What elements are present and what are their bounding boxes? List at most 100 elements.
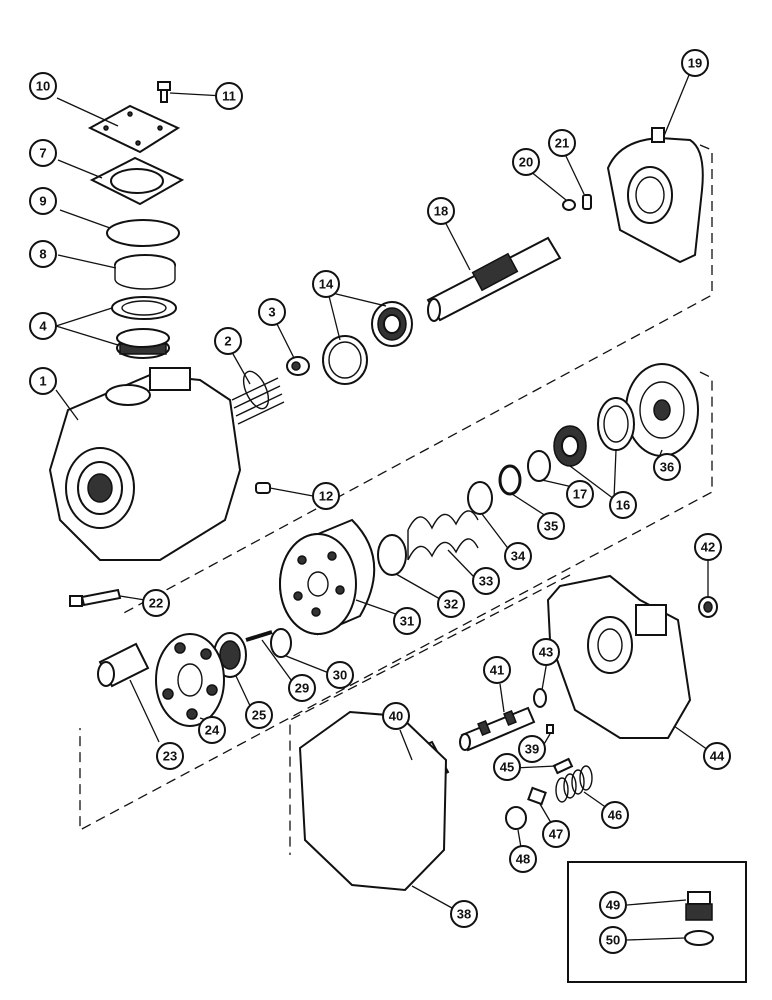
callout-47: 47 [542,820,570,848]
callout-label: 40 [389,709,403,724]
part-washer-48 [505,806,527,830]
part-bolt-top [157,81,171,103]
callout-label: 29 [295,681,309,696]
callout-label: 22 [149,596,163,611]
part-pin-39 [546,724,554,734]
callout-46: 46 [601,801,629,829]
part-end-cover [546,574,692,739]
part-seat [286,356,310,376]
callout-36: 36 [653,453,681,481]
callout-label: 14 [319,277,334,292]
part-bearing-race [114,254,176,290]
callout-7: 7 [29,139,57,167]
callout-label: 11 [222,89,236,104]
callout-label: 4 [39,319,47,334]
callout-14: 14 [312,270,340,298]
callout-50: 50 [599,926,627,954]
part-cylinder-spring [407,510,479,561]
callout-label: 20 [519,155,533,170]
part-plug-42 [698,596,718,618]
part-o-ring-50 [684,930,714,946]
callout-label: 16 [616,498,630,513]
callout-label: 41 [490,663,504,678]
callout-23: 23 [156,742,184,770]
callout-label: 38 [457,907,471,922]
callout-22: 22 [142,589,170,617]
callout-label: 2 [224,334,231,349]
part-shoe-retainer [155,633,225,727]
callout-25: 25 [245,701,273,729]
callout-label: 34 [511,549,526,564]
callout-20: 20 [512,148,540,176]
callout-18: 18 [427,197,455,225]
callout-32: 32 [437,590,465,618]
callout-44: 44 [703,742,731,770]
callout-45: 45 [493,753,521,781]
callout-label: 47 [549,827,563,842]
callout-42: 42 [694,533,722,561]
callout-label: 35 [544,519,558,534]
callout-49: 49 [599,891,627,919]
callout-label: 8 [39,247,46,262]
callout-2: 2 [214,327,242,355]
callout-43: 43 [532,638,560,666]
part-bearing-16 [553,397,635,467]
part-snap-ring [498,464,522,496]
callout-9: 9 [29,187,57,215]
callout-label: 19 [688,56,702,71]
part-roll-pin [582,194,592,210]
callout-24: 24 [198,716,226,744]
callout-33: 33 [472,567,500,595]
callout-40: 40 [382,702,410,730]
part-piston [97,642,150,688]
part-end-gasket [298,710,448,892]
callout-label: 44 [710,749,725,764]
part-spring [231,370,285,425]
callout-label: 33 [479,574,493,589]
part-bushing [270,628,292,658]
callout-11: 11 [215,82,243,110]
part-drain-plug [685,891,713,921]
callout-35: 35 [537,512,565,540]
callout-label: 42 [701,540,715,555]
callout-label: 43 [539,645,553,660]
part-o-ring-43 [533,688,547,708]
callout-19: 19 [681,49,709,77]
callout-label: 31 [400,614,414,629]
callout-4: 4 [29,312,57,340]
part-valve-spool [459,706,536,752]
part-cylinder-block [279,518,376,636]
callout-41: 41 [483,656,511,684]
callout-label: 39 [525,742,539,757]
callout-label: 36 [660,460,674,475]
part-housing-bolt [69,588,122,607]
callout-label: 10 [36,79,50,94]
callout-1: 1 [29,367,57,395]
callout-31: 31 [393,607,421,635]
assembly-guide-lower [289,574,571,855]
inset-box [567,861,747,983]
part-o-ring [106,219,180,247]
part-valve-plate [625,363,699,457]
callout-38: 38 [450,900,478,928]
callout-21: 21 [548,129,576,157]
part-ball [562,199,576,211]
callout-label: 21 [555,136,569,151]
part-taper-bearing-set [111,296,177,359]
callout-label: 3 [268,305,275,320]
callout-label: 30 [333,668,347,683]
callout-29: 29 [288,674,316,702]
part-spring-retainer [527,786,547,806]
callout-8: 8 [29,240,57,268]
callout-label: 23 [163,749,177,764]
callout-12: 12 [312,482,340,510]
callout-label: 9 [39,194,46,209]
callout-17: 17 [566,480,594,508]
callout-48: 48 [509,845,537,873]
callout-label: 50 [606,933,620,948]
callout-label: 45 [500,760,514,775]
assembly-guide-middle [79,371,713,832]
callout-label: 24 [205,723,220,738]
part-shaft-bearings [322,301,413,385]
callout-label: 32 [444,597,458,612]
